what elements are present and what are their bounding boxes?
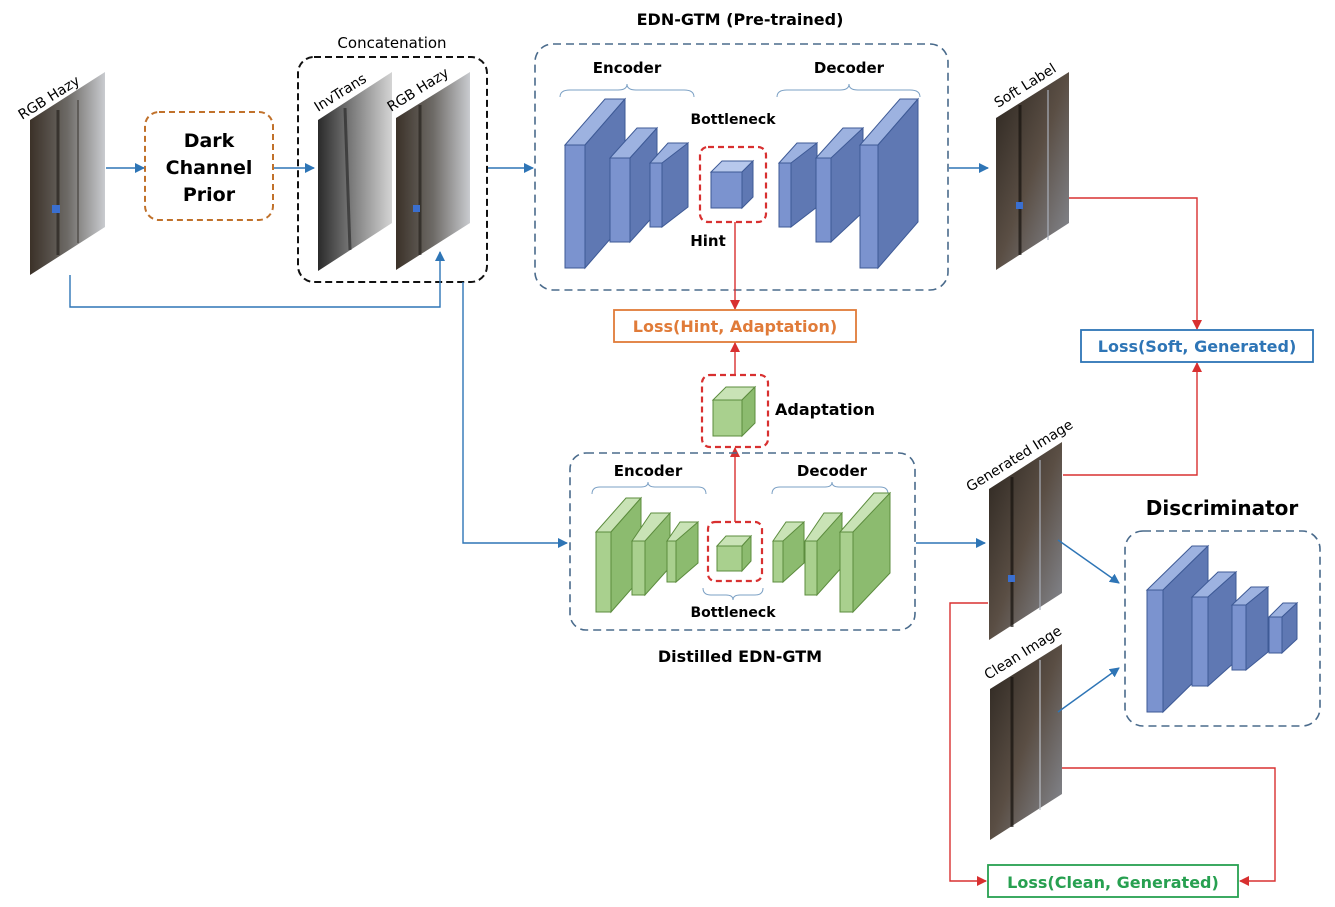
student-title: Distilled EDN-GTM	[658, 647, 822, 666]
student-encoder-block-3	[666, 520, 699, 584]
generated-image	[989, 442, 1062, 640]
teacher-network-box	[534, 43, 949, 291]
teacher-decoder-block-2	[814, 126, 865, 244]
loss-soft-box	[1080, 329, 1314, 363]
teacher-bottleneck-cube	[709, 159, 755, 210]
teacher-encoder-label: Encoder	[593, 59, 662, 77]
student-decoder-block-1	[772, 520, 805, 584]
student-network-box	[569, 452, 916, 631]
teacher-title: EDN-GTM (Pre-trained)	[637, 10, 844, 29]
hint-label: Hint	[690, 232, 726, 250]
dcp-line-1: Dark	[184, 130, 235, 152]
teacher-decoder-label: Decoder	[814, 59, 885, 77]
loss-hint-box	[613, 309, 857, 343]
adaptation-cube	[711, 385, 757, 438]
student-bottleneck-box	[706, 520, 764, 583]
teacher-decoder-brace	[776, 83, 921, 98]
teacher-encoder-block-3	[648, 141, 690, 229]
teacher-encoder-brace	[559, 83, 695, 98]
student-bottleneck-cube	[715, 534, 753, 573]
loss-clean-label: Loss(Clean, Generated)	[1007, 873, 1219, 892]
discriminator-box	[1124, 530, 1321, 727]
teacher-bottleneck-label: Bottleneck	[690, 112, 776, 128]
loss-hint-label: Loss(Hint, Adaptation)	[633, 317, 837, 336]
teacher-decoder-block-1	[777, 141, 819, 229]
arrow-hazy-skip-to-concat	[69, 251, 445, 308]
arrow-clean-to-clean-loss	[1062, 767, 1276, 886]
discriminator-block-3	[1230, 585, 1270, 672]
student-encoder-block-2	[631, 511, 671, 597]
student-bottleneck-brace	[702, 587, 764, 601]
concatenation-label: Concatenation	[337, 34, 446, 52]
student-decoder-brace	[771, 481, 889, 495]
loss-clean-box	[987, 864, 1239, 898]
arrow-generated-to-clean-loss	[949, 602, 988, 886]
student-bottleneck-label: Bottleneck	[690, 605, 776, 621]
arrow-soft-label-to-loss	[1069, 197, 1202, 330]
loss-soft-label: Loss(Soft, Generated)	[1098, 337, 1297, 356]
student-encoder-label: Encoder	[614, 462, 683, 480]
adaptation-label: Adaptation	[775, 400, 875, 419]
dark-channel-prior-box: Dark Channel Prior	[144, 111, 274, 221]
soft-label-image	[996, 72, 1069, 270]
teacher-decoder-block-3	[858, 97, 920, 270]
discriminator-block-4	[1267, 601, 1299, 655]
teacher-bottleneck-hint-box	[698, 145, 768, 224]
arrow-clean-to-discriminator	[1057, 667, 1120, 713]
discriminator-title: Discriminator	[1146, 496, 1299, 520]
invtrans-image	[318, 72, 392, 271]
dcp-line-2: Channel	[166, 157, 253, 179]
student-encoder-brace	[591, 481, 707, 495]
discriminator-block-2	[1190, 570, 1238, 688]
concatenation-box	[297, 56, 488, 283]
rgb-hazy-input-image	[30, 72, 105, 275]
teacher-encoder-block-2	[608, 126, 659, 244]
student-decoder-label: Decoder	[797, 462, 868, 480]
rgb-hazy-concat-image	[396, 72, 470, 270]
dcp-line-3: Prior	[183, 184, 236, 206]
student-decoder-block-3	[838, 491, 892, 614]
arrow-generated-to-discriminator	[1057, 539, 1120, 584]
arrow-generated-to-soft-loss	[1063, 362, 1202, 476]
clean-image	[990, 644, 1062, 840]
student-decoder-block-2	[804, 511, 843, 597]
arrow-concat-to-student	[462, 282, 568, 548]
